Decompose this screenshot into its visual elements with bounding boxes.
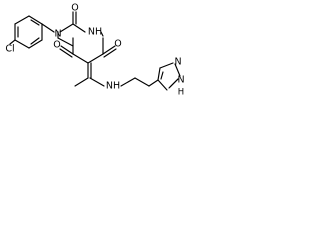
chlorophenyl-ring xyxy=(14,15,43,49)
pyrimidine-trione-ring xyxy=(57,23,104,64)
ethyl-bond-2 xyxy=(134,77,150,87)
ethyl-bond-3 xyxy=(148,79,159,87)
carbonyl-oxygen-top: O xyxy=(71,3,78,14)
methyl-bond xyxy=(74,77,89,87)
ethyl-bond-1 xyxy=(120,77,136,87)
chloro-bond xyxy=(9,39,16,45)
carbonyl-left-bond xyxy=(60,45,74,55)
carbonyl-oxygen-left: O xyxy=(53,40,60,51)
carbonyl-right-bond xyxy=(102,45,116,55)
imidazole-hydrogen: H xyxy=(178,88,184,98)
imidazole-nitrogen-top: N xyxy=(174,57,181,68)
amine-nh-group: NH xyxy=(106,81,120,92)
ring-nh-group: NH xyxy=(88,27,102,38)
carbonyl-oxygen-right: O xyxy=(114,39,121,50)
imidazole-ring xyxy=(157,62,181,91)
imidazole-nitrogen-bottom: N xyxy=(177,75,184,86)
chlorine-atom: Cl xyxy=(5,44,14,55)
ring-nitrogen-atom: N xyxy=(54,29,61,40)
amine-bond xyxy=(89,77,105,87)
chemical-structure-diagram: Cl N O NH O O NH N N H xyxy=(5,3,184,98)
aryl-n-bond xyxy=(41,23,55,33)
